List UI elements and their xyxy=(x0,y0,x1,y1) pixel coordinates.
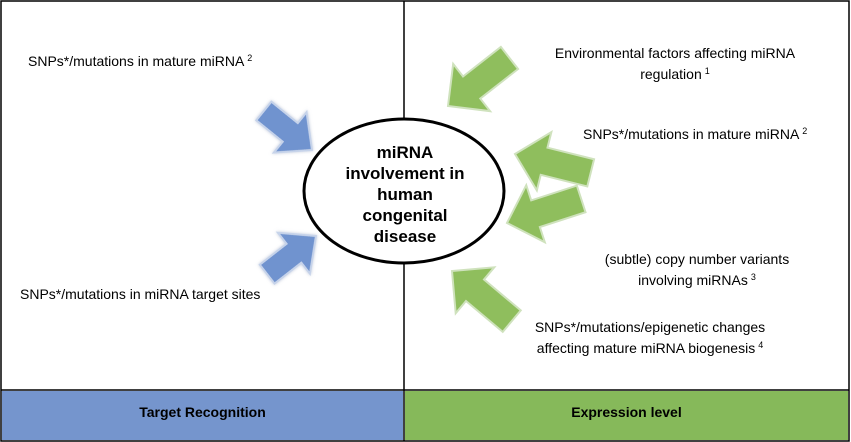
center-title-line: miRNA xyxy=(376,143,434,162)
label-target-sites: SNPs*/mutations in miRNA target sites xyxy=(20,285,260,303)
center-title-line: congenital xyxy=(362,206,448,225)
footer-band-left xyxy=(2,391,403,440)
center-title-line: human xyxy=(377,185,433,204)
label-text: SNPs*/mutations in miRNA target sites xyxy=(20,286,261,302)
reference-marker: 3 xyxy=(750,272,756,282)
label-text: SNPs*/mutations in mature miRNA xyxy=(28,53,245,69)
center-title-line: disease xyxy=(373,227,437,246)
footer-label-expression-level: Expression level xyxy=(571,403,682,420)
reference-marker: 2 xyxy=(247,53,253,63)
label-line: SNPs*/mutations/epigenetic changes xyxy=(534,319,766,335)
center-title-line: involvement in xyxy=(345,164,465,183)
label-line: Environmental factors affecting miRNA xyxy=(554,45,796,61)
label-environmental-factors: Environmental factors affecting miRNA re… xyxy=(520,44,830,83)
label-text: regulation xyxy=(640,66,702,82)
arrow-copy-number-variants xyxy=(505,182,587,245)
arrow-mature-mirna-left xyxy=(254,100,314,154)
reference-marker: 1 xyxy=(704,66,710,76)
label-copy-number-variants: (subtle) copy number variants involving … xyxy=(572,250,822,289)
arrow-environmental-factors xyxy=(446,45,520,113)
arrow-target-sites xyxy=(258,231,318,286)
arrow-biogenesis xyxy=(450,266,523,334)
footer-label-target-recognition: Target Recognition xyxy=(139,403,266,420)
center-ellipse xyxy=(302,117,506,265)
footer-band-right xyxy=(405,391,848,440)
label-text: SNPs*/mutations in mature miRNA xyxy=(583,126,800,142)
center-title: miRNA involvement in human congenital di… xyxy=(320,142,490,247)
label-biogenesis: SNPs*/mutations/epigenetic changes affec… xyxy=(505,318,795,357)
arrow-mature-mirna-right xyxy=(513,130,596,193)
reference-marker: 4 xyxy=(758,340,764,350)
label-text: affecting mature miRNA biogenesis xyxy=(536,340,756,356)
label-line: (subtle) copy number variants xyxy=(604,251,790,267)
label-text: involving miRNAs xyxy=(638,272,748,288)
reference-marker: 2 xyxy=(802,126,808,136)
